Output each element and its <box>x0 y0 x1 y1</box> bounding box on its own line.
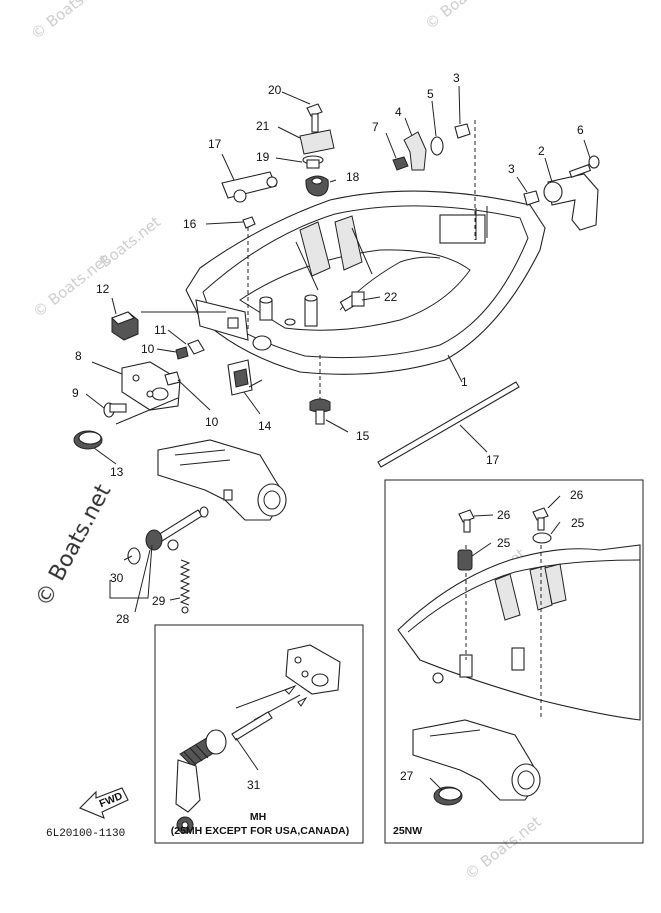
callout-16: 15 <box>356 429 370 443</box>
callout-28: 28 <box>116 612 130 626</box>
nut-10 <box>164 371 181 386</box>
bolt-22 <box>306 103 323 133</box>
cap-14 <box>73 430 103 450</box>
callout-11: 10 <box>141 342 155 356</box>
callout-17: 17 <box>208 137 222 151</box>
collar-30 <box>127 547 141 565</box>
callout-23: 21 <box>256 119 270 133</box>
watermark-center: Boats.net <box>96 213 164 271</box>
inset-nw-title: 25NW <box>393 825 422 837</box>
callout-8: 8 <box>75 349 82 363</box>
top-parts <box>221 103 600 307</box>
captions: MH (25MH EXCEPT FOR USA,CANADA) 25NW 6L2… <box>46 811 422 840</box>
plate-mh <box>285 644 341 695</box>
bolt-9 <box>103 402 127 418</box>
inset-mh <box>154 624 364 844</box>
callout-31: 31 <box>247 778 261 792</box>
callout-14: 13 <box>110 465 124 479</box>
inset-mh-title: MH <box>250 811 266 823</box>
nut-3-top <box>454 123 471 139</box>
callout-3a: 3 <box>453 71 460 85</box>
forward-direction-icon: FWD <box>79 787 129 819</box>
callout-19: 16 <box>183 217 197 231</box>
callout-20: 18 <box>346 170 360 184</box>
lever-2 <box>543 173 599 231</box>
callout-6: 6 <box>577 123 584 137</box>
collar-21 <box>302 155 324 169</box>
callout-7: 7 <box>372 120 379 134</box>
watermark-top-left: © Boats.net <box>27 0 110 43</box>
callout-9: 9 <box>72 386 79 400</box>
grommet-15 <box>227 359 253 396</box>
collar-25-left <box>457 549 473 571</box>
callout-27: 27 <box>400 769 414 783</box>
inset-mh-subtitle: (25MH EXCEPT FOR USA,CANADA) <box>171 825 350 837</box>
callout-22: 20 <box>268 83 282 97</box>
callout-13: 12 <box>96 282 110 296</box>
washer-25-right <box>532 532 552 544</box>
callout-26a: 26 <box>497 508 511 522</box>
callout-10: 10 <box>205 415 219 429</box>
nut-11 <box>175 346 189 360</box>
leader-lines <box>85 85 591 613</box>
inset-25nw <box>384 479 644 844</box>
callout-4: 4 <box>395 105 402 119</box>
callout-30: 30 <box>110 571 124 585</box>
callout-24: 22 <box>384 290 398 304</box>
watermark-large-left: © Boats.net <box>31 480 116 611</box>
grommet-13 <box>111 311 139 341</box>
callout-15: 14 <box>258 419 272 433</box>
callout-21: 19 <box>256 150 270 164</box>
left-parts <box>73 311 520 614</box>
fitting-24 <box>351 291 365 307</box>
callout-labels: 3 20 5 4 21 7 6 17 2 19 3 18 16 12 22 11… <box>72 71 585 792</box>
bracket-17 <box>221 171 278 203</box>
callout-25b: 25 <box>571 516 585 530</box>
shift-rod-28 <box>145 506 209 551</box>
callout-1: 1 <box>461 375 468 389</box>
bolt-26-left <box>458 509 475 533</box>
grommet-20 <box>305 175 329 197</box>
washer-5 <box>430 136 444 156</box>
clip-12 <box>187 339 205 355</box>
callout-26b: 26 <box>570 488 584 502</box>
callout-18: 17 <box>486 453 500 467</box>
nut-3-mid <box>523 190 540 206</box>
watermark-bottom-right: © Boats.net <box>461 813 544 884</box>
shift-grip-31 <box>175 729 227 834</box>
bracket-4 <box>403 131 427 171</box>
nut-7 <box>392 156 409 171</box>
screw-19 <box>242 216 256 229</box>
callout-5: 5 <box>427 87 434 101</box>
fitting-16 <box>309 398 331 425</box>
watermark-top-right: © Boats.net <box>421 0 504 33</box>
diagram-code: 6L20100-1130 <box>46 828 125 840</box>
callout-29: 29 <box>152 594 166 608</box>
bolt-26-right <box>532 507 549 531</box>
bottom-cowling <box>185 120 546 400</box>
shift-housing-nw <box>412 719 541 801</box>
callout-3b: 3 <box>508 162 515 176</box>
plate-23 <box>299 129 335 155</box>
callout-25a: 25 <box>497 536 511 550</box>
bolt-6 <box>568 155 600 178</box>
callout-2: 2 <box>538 144 545 158</box>
plate-8 <box>121 361 181 411</box>
callout-12: 11 <box>154 323 167 337</box>
spring-29 <box>167 539 191 614</box>
rod-18 <box>377 381 520 468</box>
shift-housing <box>157 439 287 521</box>
